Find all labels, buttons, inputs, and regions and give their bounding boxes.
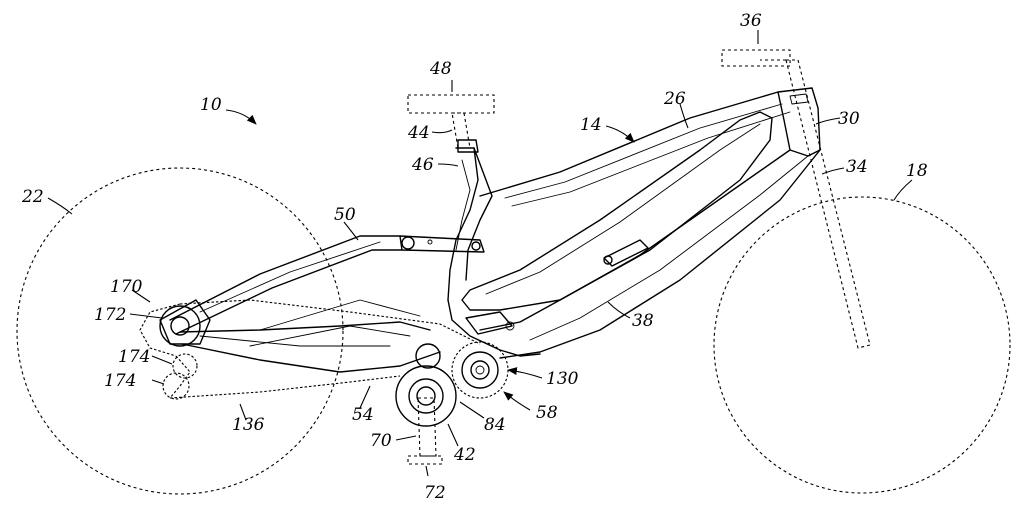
front-triangle <box>399 87 821 359</box>
label-26: 26 <box>663 89 686 109</box>
idler-pulley <box>415 343 441 369</box>
label-38: 38 <box>632 311 654 331</box>
rear-axle <box>170 316 190 336</box>
tensioner-pulley-lower <box>162 372 190 400</box>
label-58: 58 <box>536 403 558 423</box>
tensioner-pulley-upper <box>172 353 198 379</box>
label-46: 46 <box>411 155 434 175</box>
crank-arm-outline <box>407 397 443 465</box>
chain <box>139 299 481 399</box>
label-50: 50 <box>334 205 356 225</box>
label-34: 34 <box>846 157 868 177</box>
label-44: 44 <box>407 123 430 143</box>
label-14: 14 <box>580 115 602 135</box>
seatpost-outline <box>451 112 471 149</box>
label-174-upper: 174 <box>118 347 150 367</box>
front-wheel-outline <box>713 196 1011 494</box>
leader-lines <box>47 30 913 477</box>
label-36: 36 <box>740 11 762 31</box>
label-72: 72 <box>424 483 446 503</box>
label-22: 22 <box>21 187 44 207</box>
fork-outline <box>760 59 871 349</box>
rear-cassette <box>159 305 201 347</box>
reference-numerals: 10 14 18 22 26 30 34 36 38 42 44 46 48 5… <box>21 11 928 503</box>
label-18: 18 <box>906 161 928 181</box>
saddle-outline <box>407 94 495 114</box>
chainring <box>395 365 457 427</box>
label-54: 54 <box>352 405 374 425</box>
label-42: 42 <box>453 445 476 465</box>
label-84: 84 <box>484 415 506 435</box>
rear-swingarm <box>159 235 441 373</box>
label-130: 130 <box>546 369 579 389</box>
label-174-lower: 174 <box>104 371 136 391</box>
label-172: 172 <box>94 305 126 325</box>
label-48: 48 <box>429 59 452 79</box>
label-136: 136 <box>232 415 265 435</box>
handlebar-outline <box>721 49 791 67</box>
label-30: 30 <box>838 109 860 129</box>
drive-sprocket <box>451 341 509 399</box>
label-10: 10 <box>200 95 222 115</box>
label-70: 70 <box>370 431 392 451</box>
rear-wheel-outline <box>16 167 344 495</box>
label-170: 170 <box>110 277 143 297</box>
